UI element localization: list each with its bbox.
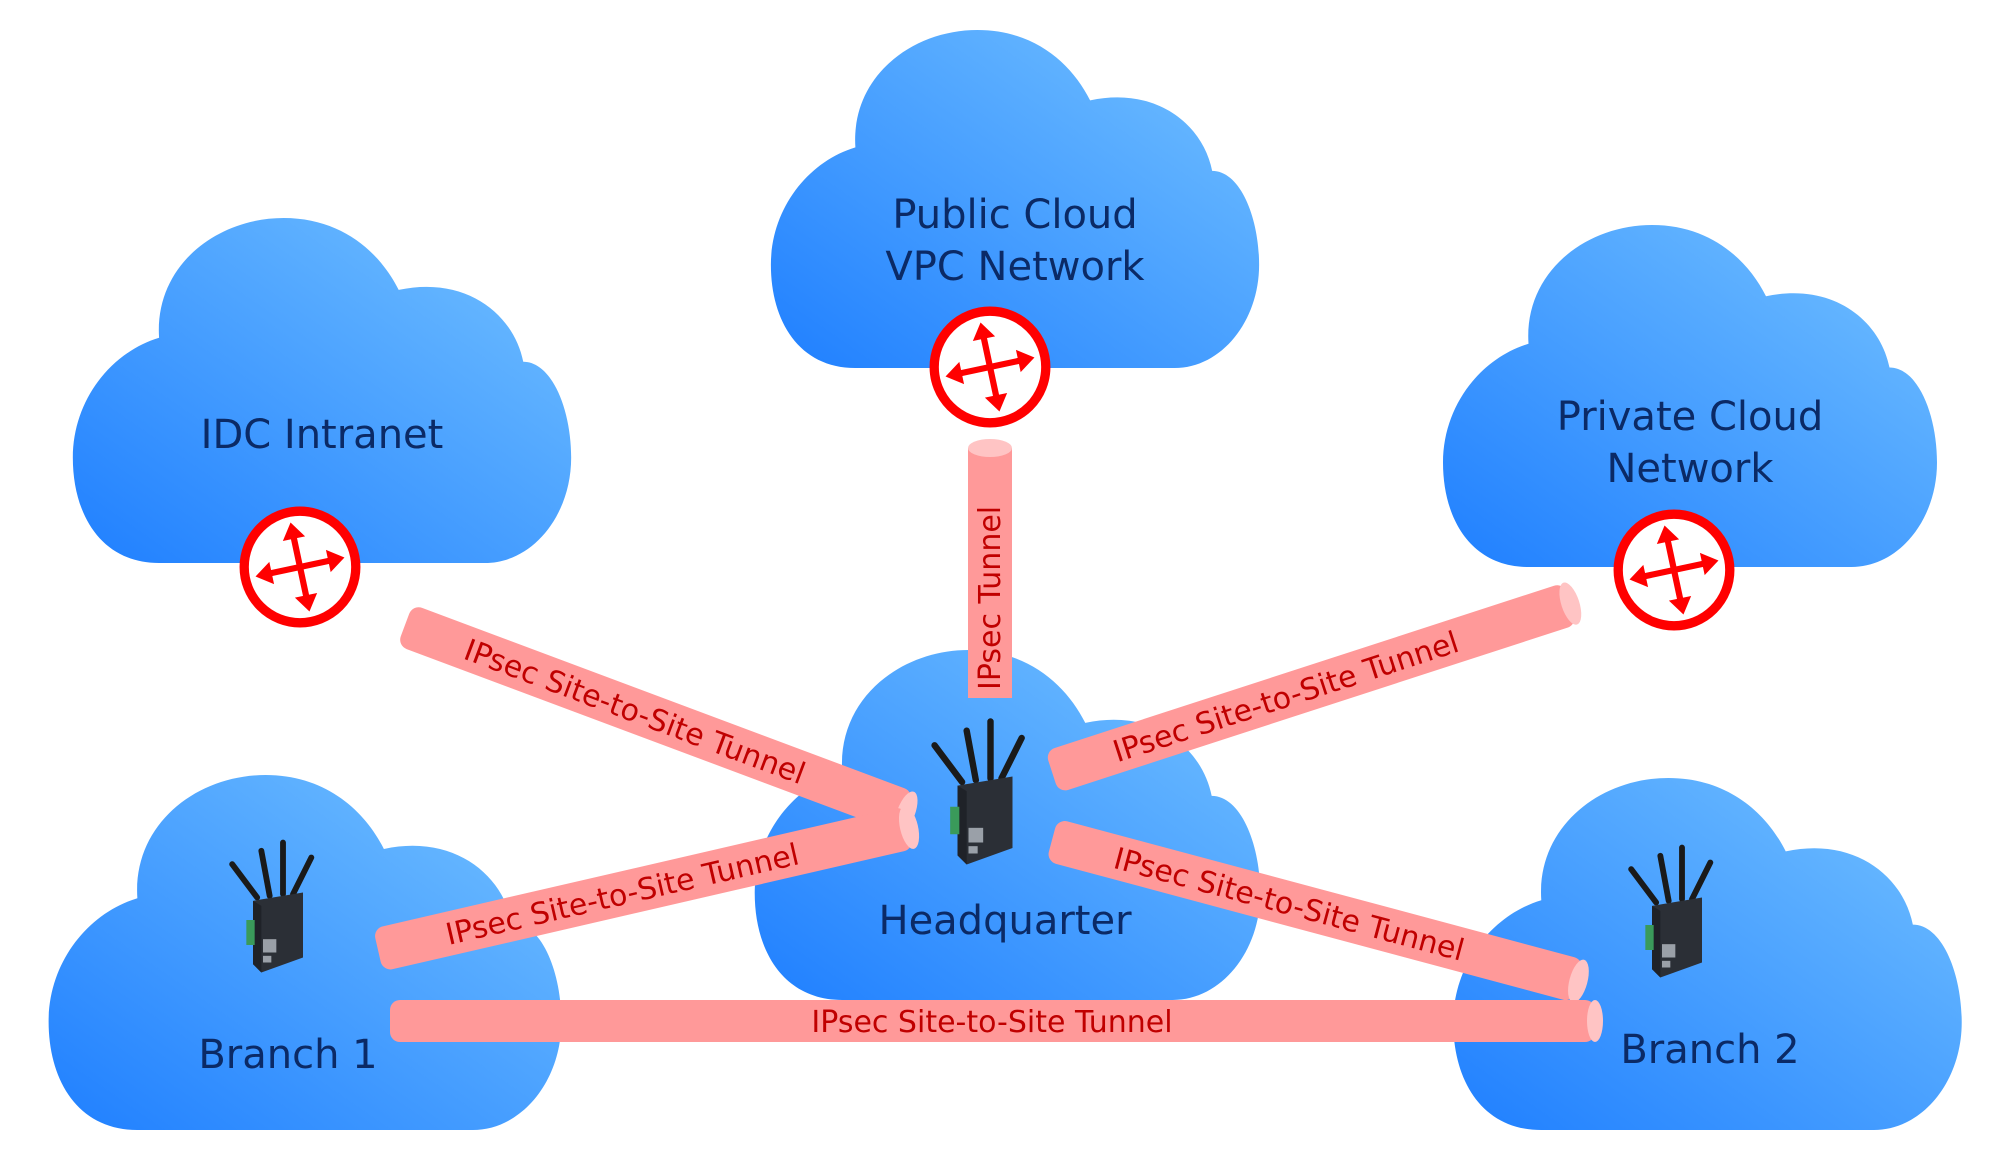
cloud-private-label-line2: Network: [1606, 446, 1774, 492]
tunnel-idc-hq: IPsec Site-to-Site Tunnel: [400, 607, 918, 834]
tunnel-branch1-branch2: IPsec Site-to-Site Tunnel: [390, 1000, 1603, 1042]
cloud-branch2-label: Branch 2: [1620, 1027, 1799, 1073]
tunnel-branch1-branch2-label: IPsec Site-to-Site Tunnel: [811, 1005, 1172, 1040]
cloud-branch1-label: Branch 1: [198, 1032, 377, 1078]
cloud-public-label-line1: Public Cloud: [892, 192, 1137, 238]
tunnel-vertical: IPsec Tunnel: [968, 439, 1012, 698]
tunnel-private-hq: IPsec Site-to-Site Tunnel: [1047, 582, 1582, 791]
cloud-public-label-line2: VPC Network: [885, 244, 1145, 290]
tunnel-idc-hq-label: IPsec Site-to-Site Tunnel: [459, 633, 810, 792]
cloud-public-vpc: Public Cloud VPC Network: [770, 30, 1260, 368]
router-icon-public: [934, 311, 1046, 423]
cloud-private-label-line1: Private Cloud: [1557, 394, 1823, 440]
router-icon-idc: [244, 511, 356, 623]
tunnel-private-hq-label: IPsec Site-to-Site Tunnel: [1109, 625, 1463, 770]
cloud-private-network: Private Cloud Network: [1443, 225, 1937, 567]
cloud-idc-label: IDC Intranet: [201, 412, 444, 458]
cloud-idc-intranet: IDC Intranet: [72, 218, 572, 563]
cloud-hq-label: Headquarter: [878, 898, 1132, 944]
tunnel-vertical-label: IPsec Tunnel: [973, 506, 1008, 690]
router-icon-private: [1618, 514, 1730, 626]
